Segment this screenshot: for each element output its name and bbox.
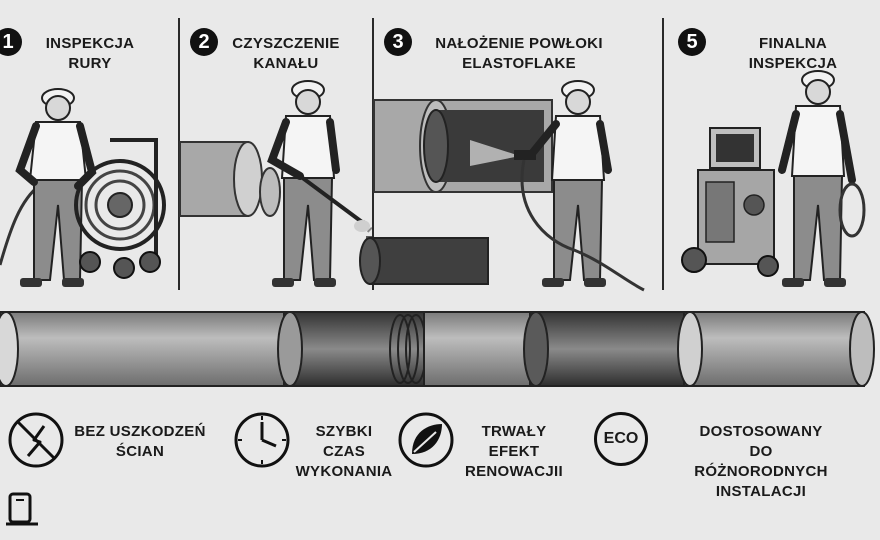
- feature-label: DOSTOSOWANY DO RÓŻNORODNYCH INSTALACJI: [694, 423, 828, 500]
- step-title: NAŁOŻENIE POWŁOKI ELASTOFLAKE: [435, 35, 603, 72]
- feature-label: TRWAŁY EFEKT RENOWACJII: [464, 423, 563, 480]
- panel-divider: [662, 18, 664, 290]
- step-number-badge: 5: [678, 28, 706, 56]
- pipe-renovation-cross-section: [0, 311, 875, 387]
- step-number-badge: 2: [190, 28, 218, 56]
- step-2-panel: 2 CZYSZCZENIE KANAŁU: [179, 0, 375, 300]
- step-3-panel: 3 NAŁOŻENIE POWŁOKI ELASTOFLAKE: [373, 0, 662, 300]
- step-5-panel: 5 FINALNA INSPEKCJA: [664, 0, 880, 300]
- step-title: CZYSZCZENIE KANAŁU: [232, 35, 340, 72]
- eco-badge-icon: ECO: [594, 412, 648, 466]
- feature-label: SZYBKI CZAS WYKONANIA: [295, 423, 393, 480]
- worker-pressure-washing-icon: [179, 80, 375, 287]
- worker-with-camera-reel-icon: [0, 88, 166, 287]
- clock-icon: [234, 412, 290, 468]
- step-1-panel: 1 INSPEKCJA RURY: [0, 0, 178, 300]
- phone-icon: [6, 492, 38, 526]
- feature-label: BEZ USZKODZEŃ ŚCIAN: [74, 423, 206, 460]
- leaf-icon: [398, 412, 454, 468]
- step-number-badge: 3: [384, 28, 412, 56]
- step-title: INSPEKCJA RURY: [45, 35, 135, 72]
- worker-with-inspection-station-icon: [681, 70, 866, 287]
- worker-spraying-coating-icon: [373, 80, 645, 292]
- step-title: FINALNA INSPEKCJA: [748, 35, 838, 72]
- step-number-badge: 1: [0, 28, 22, 56]
- eco-badge-text: ECO: [603, 430, 639, 447]
- no-drilling-icon: [8, 412, 64, 468]
- cleaned-pipe-segment-icon: [354, 220, 489, 285]
